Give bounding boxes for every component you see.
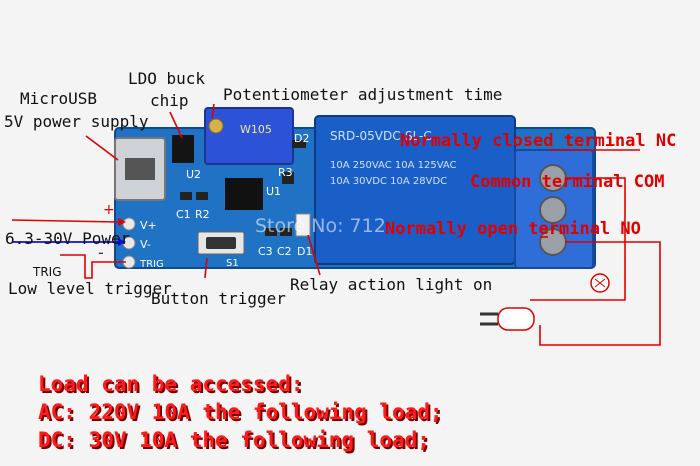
- load-wire-bottom: [539, 241, 661, 346]
- arrow-microusb: [85, 135, 119, 161]
- arrow-pot: [211, 103, 215, 119]
- label-button-trigger: Button trigger: [151, 289, 286, 308]
- silk-d2: D2: [294, 132, 309, 145]
- pin-vplus: [122, 217, 136, 231]
- load-line-1: Load can be accessed:: [38, 372, 304, 396]
- label-nc: Normally closed terminal NC: [400, 131, 677, 151]
- label-trig: TRIG: [33, 265, 62, 279]
- plug-icon: [480, 307, 535, 331]
- silk-u1: U1: [266, 185, 281, 198]
- silk-r2: R2: [195, 208, 210, 221]
- silk-c1: C1: [176, 208, 191, 221]
- label-power: 6.3-30V Power: [5, 229, 131, 248]
- trig-pulse: [60, 254, 126, 279]
- silk-d1: D1: [297, 245, 312, 258]
- label-no: Normally open terminal NO: [385, 219, 641, 239]
- silk-minus: -: [98, 243, 104, 262]
- arrow-relay-light: [307, 234, 321, 276]
- silk-vminus: V-: [140, 238, 151, 251]
- label-low-trigger: Low level trigger: [8, 279, 172, 298]
- label-5v-supply: 5V power supply: [4, 112, 149, 131]
- watermark: Store No: 712: [255, 215, 386, 237]
- silk-plus: +: [103, 202, 115, 218]
- arrow-power-plus: [11, 219, 119, 223]
- arrow-ldo: [169, 111, 183, 139]
- silk-u2: U2: [186, 168, 201, 181]
- silk-s1: S1: [226, 258, 239, 269]
- ldo-chip: [172, 135, 194, 163]
- relay-spec-2: 10A 30VDC 10A 28VDC: [330, 176, 447, 187]
- potentiometer: [204, 107, 294, 165]
- label-microusb: MicroUSB: [20, 89, 98, 108]
- label-ldo-line2: chip: [150, 91, 189, 110]
- label-com: Common terminal COM: [470, 172, 665, 192]
- label-potentiometer: Potentiometer adjustment time: [223, 85, 503, 104]
- lamp-icon: [590, 273, 610, 293]
- load-wire-top: [530, 177, 626, 301]
- silk-c2: C2: [277, 245, 292, 258]
- annotation-lines: [11, 103, 661, 346]
- silk-c3: C3: [258, 245, 273, 258]
- relay-spec-1: 10A 250VAC 10A 125VAC: [330, 160, 457, 171]
- label-ldo-line1: LDO buck: [128, 69, 206, 88]
- terminal-com-screw: [539, 196, 567, 224]
- potentiometer-screw: [208, 118, 224, 134]
- relay-led: [295, 213, 311, 237]
- relay-model: SRD-05VDC-SL-C: [330, 129, 432, 143]
- silk-r3: R3: [278, 166, 293, 179]
- u1-chip: [225, 178, 263, 210]
- label-relay-light: Relay action light on: [290, 275, 493, 294]
- silk-vplus: V+: [140, 219, 157, 232]
- arrow-button: [204, 257, 208, 279]
- silk-trig: TRIG: [139, 259, 164, 270]
- pot-marking: W105: [240, 123, 272, 136]
- load-line-3: DC: 30V 10A the following load;: [38, 428, 430, 452]
- load-line-2: AC: 220V 10A the following load;: [38, 400, 443, 424]
